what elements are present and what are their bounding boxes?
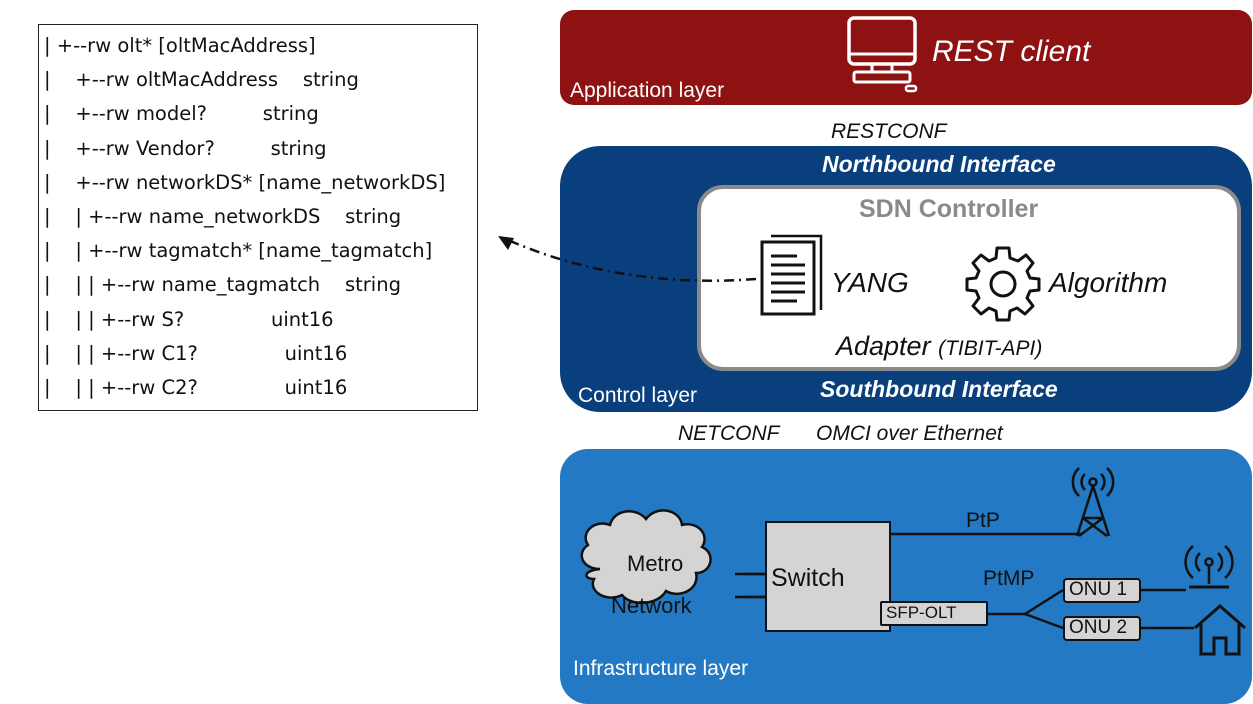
- metro-label: Metro: [627, 551, 684, 576]
- infrastructure-layer-label: Infrastructure layer: [573, 657, 749, 680]
- southbound-interface-label: Southbound Interface: [820, 376, 1058, 402]
- adapter-label: Adapter (TIBIT-API): [836, 333, 1042, 360]
- yang-link-arrow: [498, 236, 757, 282]
- sfp-olt-label: SFP-OLT: [886, 603, 957, 622]
- yang-tree-line: | | | +--rw name_tagmatch string: [44, 273, 401, 297]
- onu-1-label: ONU 1: [1069, 579, 1128, 600]
- application-layer-label: Application layer: [570, 79, 725, 102]
- onu-2-box: [1063, 616, 1141, 641]
- yang-tree-line: | +--rw Vendor? string: [44, 136, 327, 160]
- sfp-olt-box: [880, 601, 988, 626]
- yang-tree-line: | +--rw olt* [oltMacAddress]: [44, 34, 316, 57]
- document-icon: [760, 234, 823, 316]
- netconf-label: NETCONF: [678, 422, 780, 445]
- network-label: Network: [611, 593, 692, 618]
- sdn-controller-title: SDN Controller: [859, 195, 1039, 223]
- yang-tree-line: | | | +--rw C2? uint16: [44, 376, 348, 399]
- rest-client-label: REST client: [932, 35, 1091, 68]
- metro-link: [735, 572, 769, 599]
- restconf-label: RESTCONF: [831, 120, 947, 143]
- switch-box: [765, 521, 891, 632]
- yang-tree-box: [38, 24, 478, 411]
- onu-1-box: [1063, 578, 1141, 603]
- yang-tree-line: | | +--rw name_networkDS string: [44, 205, 402, 228]
- ptmp-label: PtMP: [983, 567, 1035, 590]
- adapter-api-text: (TIBIT-API): [938, 337, 1043, 360]
- onu-2-label: ONU 2: [1069, 617, 1128, 638]
- wireless-router-icon: [1184, 545, 1234, 589]
- yang-tree-line: | | +--rw tagmatch* [name_tagmatch]: [44, 239, 433, 263]
- gear-icon: [965, 246, 1041, 322]
- yang-tree-line: | | | +--rw S? uint16: [44, 307, 334, 331]
- house-icon: [1194, 604, 1246, 656]
- ptp-label: PtP: [966, 509, 1000, 532]
- cell-tower-icon: [1071, 467, 1115, 537]
- northbound-interface-label: Northbound Interface: [822, 151, 1056, 177]
- yang-tree-line: | +--rw networkDS* [name_networkDS]: [44, 170, 446, 194]
- control-layer-label: Control layer: [578, 384, 698, 407]
- yang-tree-line: | +--rw model? string: [44, 102, 319, 126]
- computer-icon: [847, 16, 918, 93]
- omci-label: OMCI over Ethernet: [816, 422, 1003, 445]
- yang-label: YANG: [831, 267, 909, 298]
- yang-tree-line: | | | +--rw C1? uint16: [44, 341, 348, 365]
- yang-tree-line: | +--rw oltMacAddress string: [44, 68, 359, 92]
- switch-label: Switch: [771, 564, 845, 592]
- algorithm-label: Algorithm: [1049, 267, 1168, 298]
- adapter-text: Adapter: [836, 331, 931, 361]
